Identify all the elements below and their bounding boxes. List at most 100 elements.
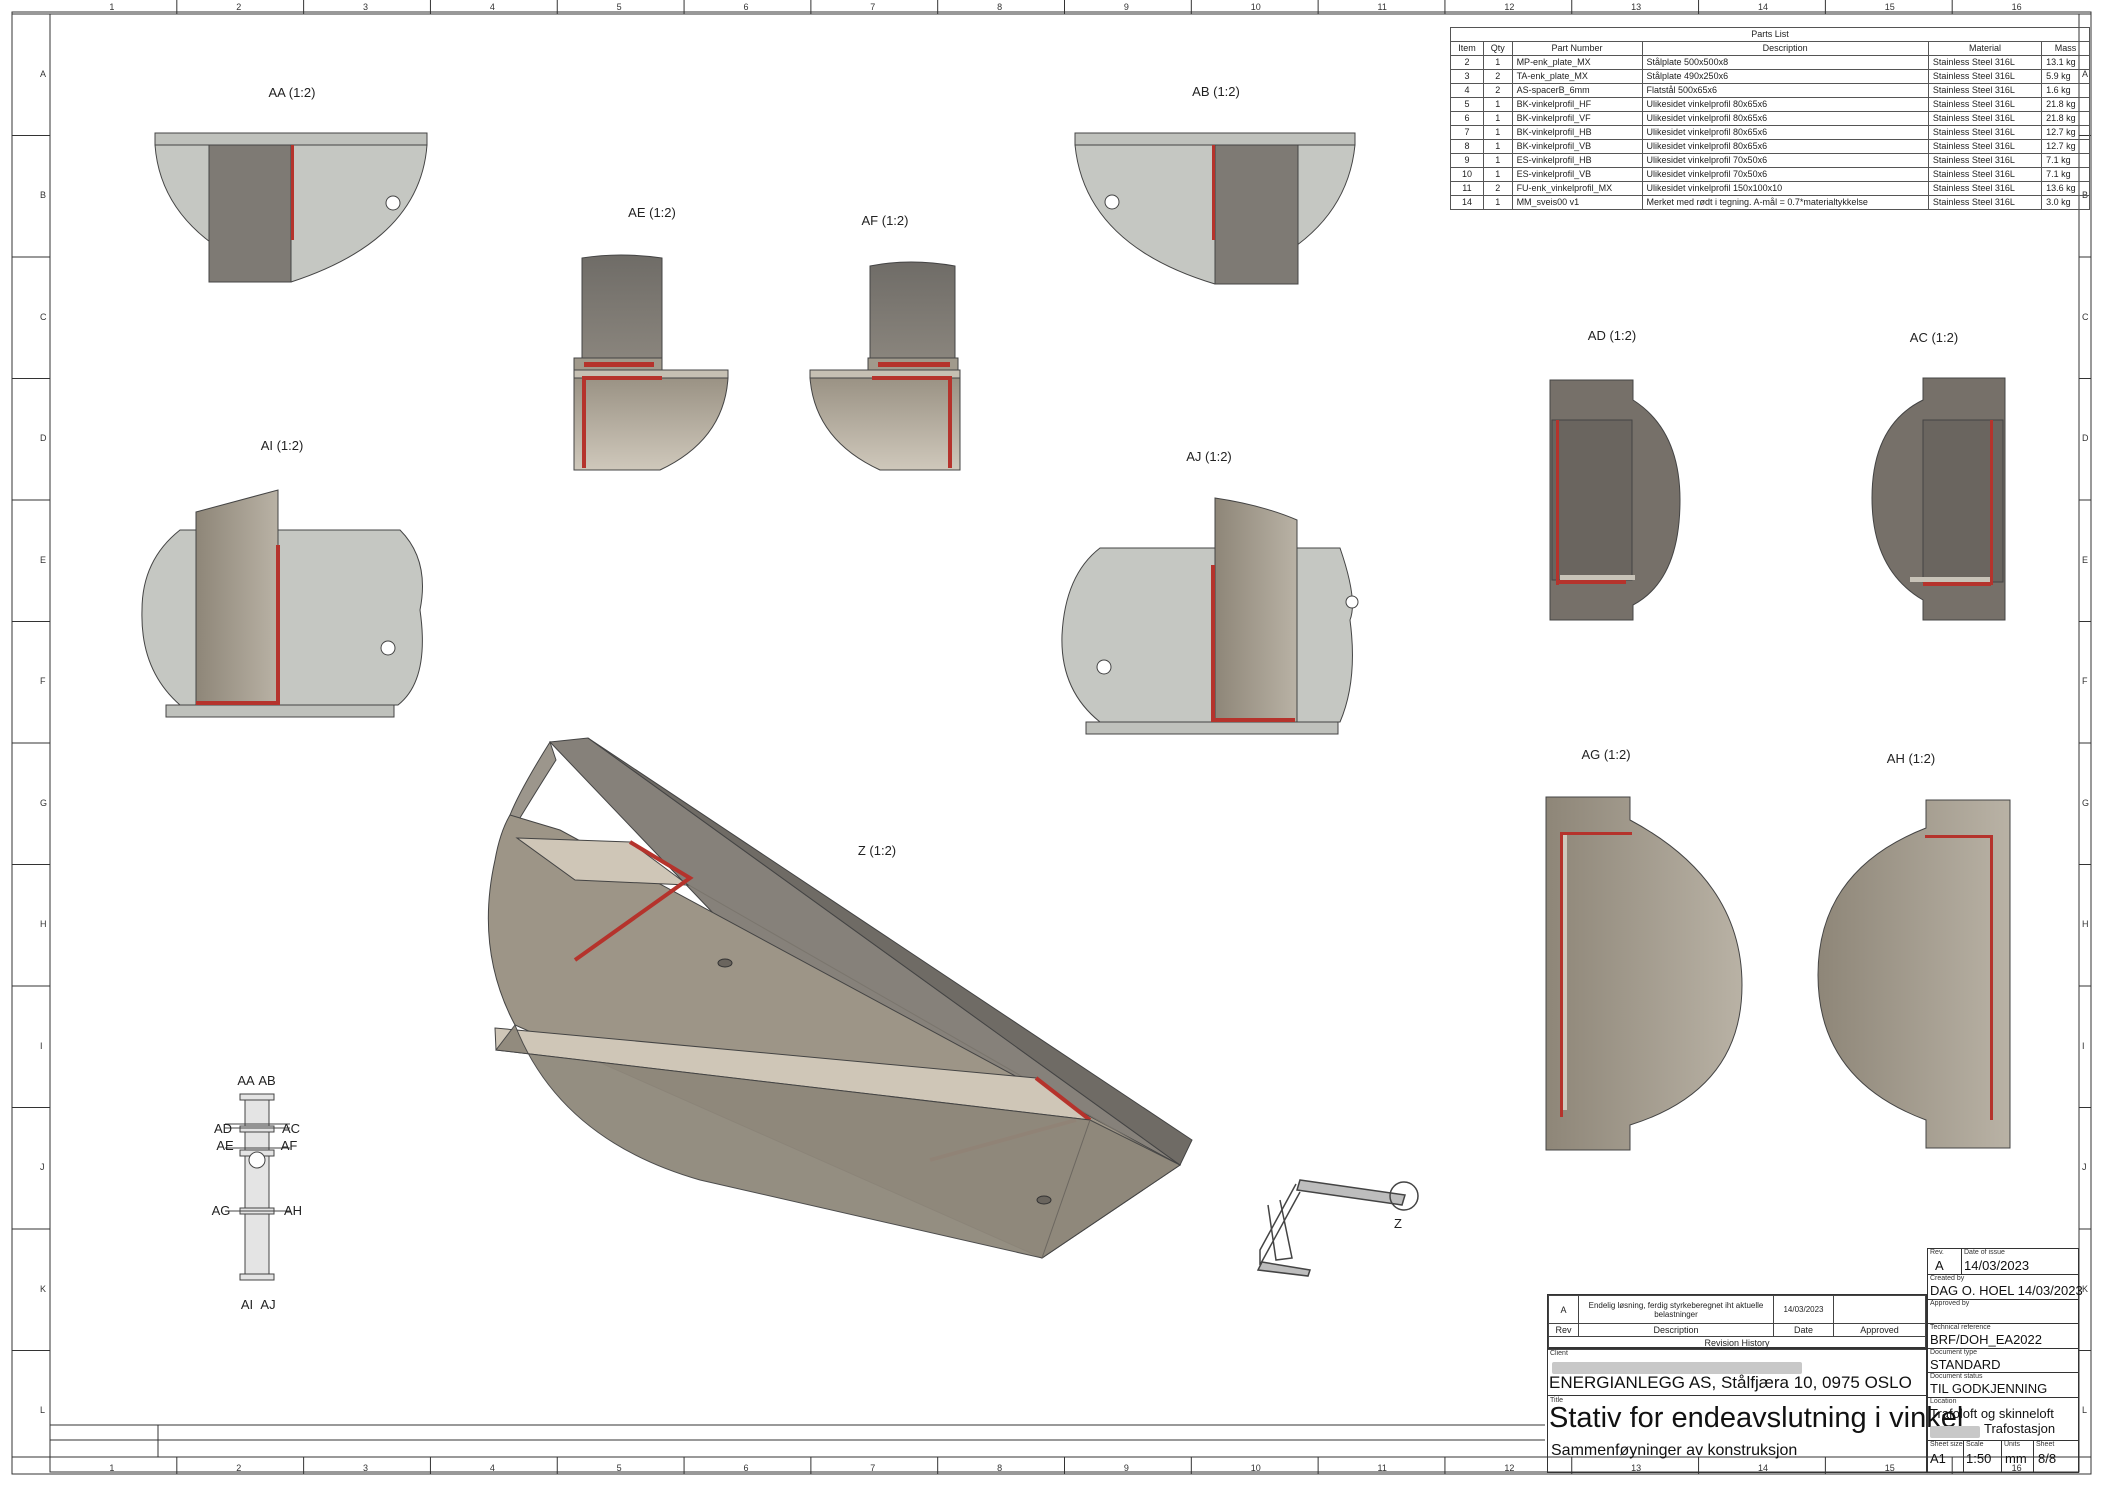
location-redacted [1930, 1423, 1980, 1441]
parts-list-cell: Stainless Steel 316L [1927, 181, 2043, 196]
zone-number-13-top: 13 [1631, 2, 1642, 12]
parts-list-cell: Stainless Steel 316L [1927, 195, 2043, 210]
overview-3d-drawing [1256, 1179, 1419, 1277]
key-label-ae: AE [216, 1138, 234, 1153]
parts-list-cell: 1 [1482, 167, 1513, 182]
zone-letter-D-right: D [2082, 433, 2089, 444]
rev-value: A [1935, 1258, 1944, 1273]
zone-letter-H-left: H [40, 919, 47, 930]
revision-caption: Revision History [1548, 1336, 1926, 1350]
parts-list-cell: 7 [1450, 125, 1484, 140]
parts-list-cell: 1 [1482, 139, 1513, 154]
view-ab-drawing [1074, 132, 1356, 285]
location-line-2: Trafostasjon [1984, 1421, 2056, 1436]
parts-list-cell: Stainless Steel 316L [1927, 125, 2043, 140]
parts-list-cell: 8 [1450, 139, 1484, 154]
sheet-size-value: A1 [1930, 1451, 1946, 1466]
view-title-ab: AB (1:2) [1192, 84, 1240, 99]
zone-number-7-bottom: 7 [870, 1463, 876, 1473]
view-ad-drawing [1549, 379, 1681, 621]
zone-letter-H-right: H [2082, 919, 2089, 930]
parts-list-cell: Stålplate 490x250x6 [1641, 69, 1929, 84]
zone-number-16-bottom: 16 [2011, 1463, 2022, 1473]
zone-number-5-top: 5 [616, 2, 622, 12]
zone-letter-F-left: F [40, 676, 46, 687]
parts-list-cell: 2 [1482, 69, 1513, 84]
parts-list-cell: 5.9 kg [2041, 69, 2090, 84]
zone-number-9-bottom: 9 [1123, 1463, 1129, 1473]
parts-list-cell: Ulikesidet vinkelprofil 80x65x6 [1641, 97, 1929, 112]
parts-list-cell: 13.1 kg [2041, 55, 2090, 70]
zone-letter-J-right: J [2082, 1162, 2087, 1173]
parts-list-cell: 2 [1450, 55, 1484, 70]
location-line-1: Trafoloft og skinneloft [1930, 1406, 2054, 1421]
zone-letter-E-left: E [40, 554, 47, 565]
zone-letter-L-left: L [40, 1405, 46, 1416]
title-label: Title [1550, 1397, 1563, 1404]
zone-number-15-top: 15 [1884, 2, 1895, 12]
zone-number-2-top: 2 [236, 2, 242, 12]
parts-list-caption: Parts List [1450, 27, 2090, 42]
zone-letter-K-right: K [2082, 1283, 2089, 1294]
revision-history-block: A Endelig løsning, ferdig styrkeberegnet… [1547, 1294, 1927, 1350]
zone-number-12-top: 12 [1504, 2, 1515, 12]
zone-number-8-bottom: 8 [997, 1463, 1003, 1473]
parts-list-cell: BK-vinkelprofil_HB [1511, 125, 1643, 140]
view-title-ag: AG (1:2) [1581, 747, 1631, 762]
revision-header-approved: Approved [1833, 1323, 1926, 1337]
parts-list-cell: 2 [1482, 83, 1513, 98]
client-redacted [1552, 1359, 1802, 1377]
parts-list-cell: Stainless Steel 316L [1927, 83, 2043, 98]
drawing-subtitle: Sammenføyninger av konstruksjon [1551, 1442, 1798, 1459]
parts-list-cell: Ulikesidet vinkelprofil 80x65x6 [1641, 125, 1929, 140]
revision-approved [1833, 1295, 1926, 1324]
parts-list-cell: Stainless Steel 316L [1927, 167, 2043, 182]
revision-description: Endelig løsning, ferdig styrkeberegnet i… [1578, 1295, 1774, 1324]
parts-list-cell: Ulikesidet vinkelprofil 70x50x6 [1641, 167, 1929, 182]
view-title-ai: AI (1:2) [260, 438, 304, 453]
parts-list-cell: 1 [1482, 153, 1513, 168]
parts-list-cell: 1 [1482, 195, 1513, 210]
zone-number-3-bottom: 3 [363, 1463, 369, 1473]
key-label-ag: AG [211, 1203, 231, 1218]
zone-number-7-top: 7 [870, 2, 876, 12]
parts-list-cell: Ulikesidet vinkelprofil 80x65x6 [1641, 139, 1929, 154]
parts-list-cell: 10 [1450, 167, 1484, 182]
parts-list-cell: 12.7 kg [2041, 139, 2090, 154]
parts-list-cell: 21.8 kg [2041, 97, 2090, 112]
zone-letter-K-left: K [40, 1283, 47, 1294]
view-z-drawing [487, 737, 1193, 1259]
client-value: ENERGIANLEGG AS, Stålfjæra 10, 0975 OSLO [1549, 1373, 1912, 1392]
zone-number-3-top: 3 [363, 2, 369, 12]
parts-list-cell: Stainless Steel 316L [1927, 153, 2043, 168]
units-value: mm [2005, 1451, 2027, 1466]
zone-letter-F-right: F [2082, 676, 2088, 687]
parts-list-cell: TA-enk_plate_MX [1511, 69, 1643, 84]
parts-list-cell: 1 [1482, 97, 1513, 112]
key-label-aa: AA [237, 1073, 255, 1088]
title-block [1547, 1348, 1927, 1473]
key-label-af: AF [280, 1138, 298, 1153]
zone-letter-D-left: D [40, 433, 47, 444]
zone-letter-B-left: B [40, 190, 47, 201]
parts-list-cell: 11 [1450, 181, 1484, 196]
view-ah-drawing [1817, 799, 2011, 1149]
parts-list-cell: FU-enk_vinkelprofil_MX [1511, 181, 1643, 196]
zone-ticks [12, 0, 2091, 1474]
parts-list-cell: 1.6 kg [2041, 83, 2090, 98]
parts-list-cell: 2 [1482, 181, 1513, 196]
title-block-right [1927, 1248, 2079, 1473]
view-title-ae: AE (1:2) [628, 205, 676, 220]
zone-number-10-top: 10 [1250, 2, 1261, 12]
zone-letter-G-left: G [40, 797, 48, 808]
parts-list-cell: 9 [1450, 153, 1484, 168]
parts-list-cell: 7.1 kg [2041, 153, 2090, 168]
zone-letter-C-right: C [2082, 311, 2089, 322]
zone-number-9-top: 9 [1123, 2, 1129, 12]
